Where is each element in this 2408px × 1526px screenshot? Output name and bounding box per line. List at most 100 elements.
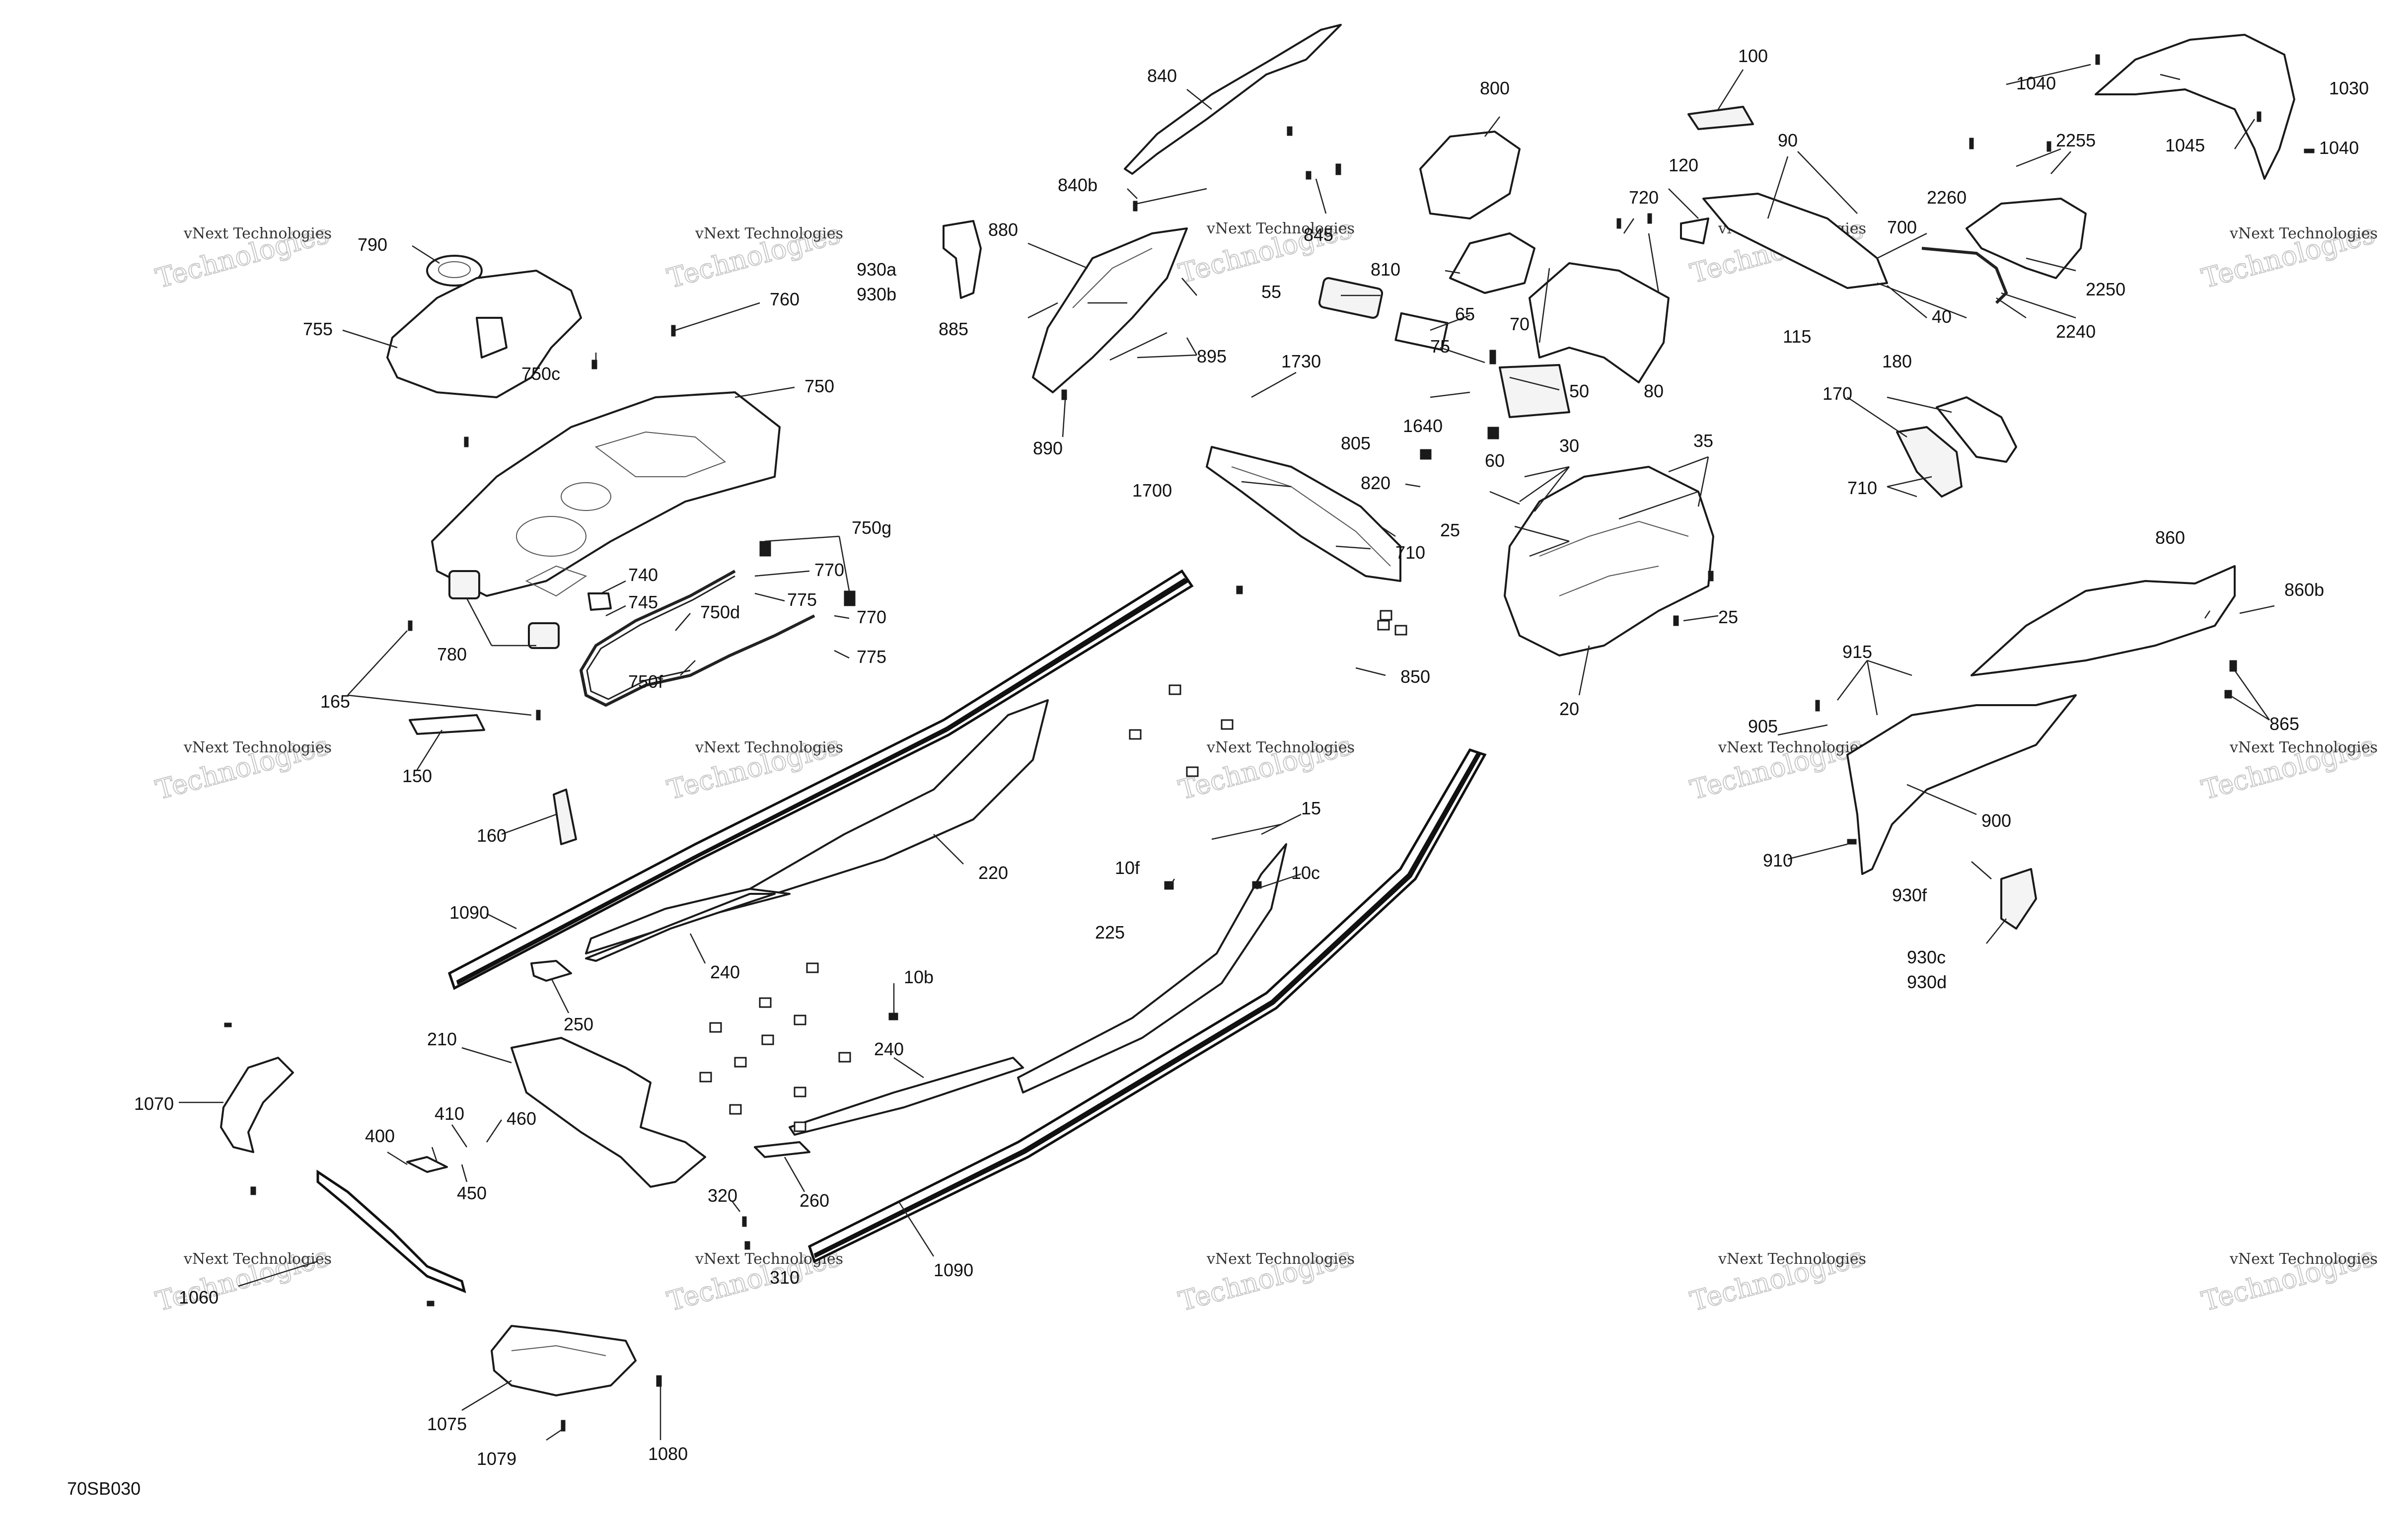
clip	[1377, 620, 1390, 631]
callout-label: 750f	[628, 671, 663, 692]
callout-label: 745	[628, 592, 658, 612]
fastener	[759, 541, 771, 557]
callout-label: 700	[1887, 217, 1917, 237]
callout-label: 160	[477, 825, 507, 846]
fastener	[2229, 660, 2237, 672]
part-150-bracket	[409, 714, 485, 735]
fastener	[2046, 141, 2051, 152]
callout-label: 1079	[477, 1449, 516, 1469]
callout-label: 460	[507, 1108, 536, 1129]
callout-label: 885	[939, 319, 968, 339]
callout-label: 220	[978, 863, 1008, 883]
callout-label: 170	[1823, 383, 1852, 404]
fastener	[1287, 126, 1293, 136]
callout-label: 930d	[1907, 972, 1947, 992]
callout-label: 10c	[1291, 863, 1320, 883]
callout-label: 1060	[179, 1287, 219, 1308]
callout-label: 90	[1778, 130, 1798, 150]
callout-label: 880	[988, 219, 1018, 240]
callout-label: 860	[2155, 527, 2185, 548]
callout-label: 750	[804, 376, 834, 396]
callout-label: 750g	[852, 517, 891, 538]
watermark: Technologies vNext Technologies	[152, 729, 333, 806]
fastener	[427, 1301, 435, 1307]
clip	[734, 1057, 747, 1068]
callout-label: 10b	[904, 967, 934, 987]
callout-label: 1090	[934, 1260, 973, 1280]
part-55-box	[1318, 277, 1384, 319]
part-170-bracket	[1896, 426, 1963, 498]
clip	[709, 1022, 722, 1033]
part-740-bracket	[587, 592, 612, 611]
callout-label: 1700	[1132, 480, 1172, 501]
callout-label: 710	[1847, 478, 1877, 498]
callout-label: 860b	[2284, 580, 2324, 600]
fastener	[1420, 449, 1432, 460]
watermark-text: vNext Technologies	[695, 225, 843, 242]
callout-label: 1640	[1403, 416, 1443, 436]
part-860-panel	[1970, 565, 2236, 676]
callout-label: 770	[814, 560, 844, 580]
callout-label: 1045	[2165, 135, 2205, 155]
callout-label: 1090	[449, 902, 489, 923]
callout-label: 1040	[2016, 73, 2056, 93]
callout-label: 895	[1197, 346, 1227, 366]
part-240-decal-lower	[585, 893, 776, 962]
callout-label: 70	[1510, 314, 1530, 334]
part-2250-light	[1966, 198, 2087, 279]
callout-label: 840	[1147, 66, 1177, 86]
callout-label: 40	[1932, 306, 1952, 327]
watermark: Technologies vNext Technologies	[1175, 1240, 1356, 1317]
fastener	[1061, 389, 1067, 400]
fastener	[742, 1216, 747, 1227]
clip	[1129, 729, 1142, 740]
callout-label: 910	[1763, 850, 1793, 871]
callout-label: 930b	[857, 284, 896, 304]
clip	[794, 1087, 806, 1097]
callout-label: 850	[1400, 666, 1430, 687]
callout-label: 810	[1371, 259, 1400, 280]
parts	[220, 24, 2295, 1396]
part-40-tray	[1702, 193, 1888, 289]
callout-label: 150	[402, 766, 432, 786]
callout-label: 930c	[1907, 947, 1946, 967]
callout-label: 310	[770, 1267, 800, 1288]
part-260-decal	[754, 1141, 810, 1158]
callout-label: 800	[1480, 78, 1510, 98]
callout-label: 450	[457, 1183, 487, 1203]
callout-label: 20	[1559, 699, 1579, 719]
clip	[838, 1052, 851, 1063]
part-930c-bracket	[2000, 868, 2037, 930]
part-400-bracket	[406, 1156, 448, 1173]
callout-label: 100	[1738, 46, 1768, 66]
callout-label: 915	[1842, 642, 1872, 662]
fastener	[1616, 218, 1621, 229]
part-180-bracket	[1936, 396, 2017, 463]
watermark: Technologies vNext Technologies	[1686, 729, 1867, 806]
fastener	[1847, 839, 1857, 845]
part-750-deck	[431, 391, 781, 597]
callout-label: 2260	[1927, 187, 1967, 208]
callout-label: 2255	[2056, 130, 2096, 150]
part-750d-seal	[579, 570, 815, 707]
part-20-console-body	[1504, 466, 1714, 656]
clip	[1168, 684, 1181, 695]
part-880-side-panel	[1032, 227, 1188, 393]
clip	[761, 1034, 774, 1045]
fastener	[561, 1420, 566, 1432]
watermark: Technologies vNext Technologies	[2198, 729, 2379, 806]
callout-label: 720	[1629, 187, 1659, 208]
fastener	[250, 1186, 256, 1195]
callout-labels: 10b 10c 10f 15 20 25 25 30 35 40 50 55 6…	[134, 46, 2369, 1469]
watermark-text: vNext Technologies	[183, 225, 332, 242]
watermark: Technologies vNext Technologies	[1686, 1240, 1867, 1317]
callout-label: 775	[787, 589, 817, 610]
fastener	[408, 620, 413, 631]
part-50-frame	[1499, 364, 1570, 418]
fastener	[1647, 213, 1652, 224]
callout-label: 15	[1301, 798, 1321, 818]
callout-label: 25	[1440, 520, 1460, 540]
callout-label: 10f	[1115, 858, 1140, 878]
callout-label: 30	[1559, 436, 1579, 456]
callout-label: 115	[1783, 326, 1811, 347]
